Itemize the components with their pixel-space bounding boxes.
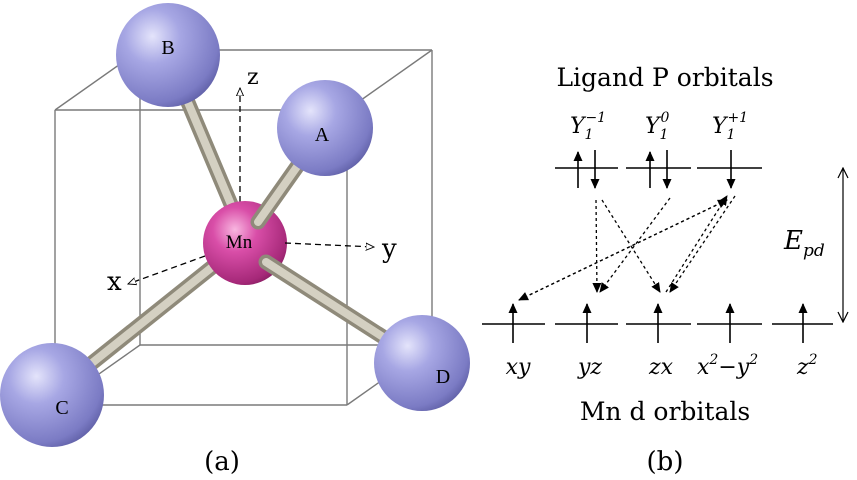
d-label-z2: z2 — [796, 352, 818, 380]
x-axis — [128, 255, 206, 284]
d-label-zx: zx — [648, 355, 674, 380]
atom-a — [277, 80, 373, 176]
panel-a-caption: (a) — [204, 447, 240, 477]
ligand-label-y1m1: Y1−1 — [570, 110, 606, 143]
atom-mn-label: Mn — [226, 232, 253, 253]
mn-orbitals-title: Mn d orbitals — [580, 397, 750, 426]
ligand-orbitals-title: Ligand P orbitals — [556, 63, 773, 92]
z-axis-label: z — [247, 65, 259, 90]
ligand-label-y10: Y10 — [645, 110, 669, 143]
atom-c — [0, 343, 104, 447]
atom-d — [374, 315, 470, 411]
x-axis-label: x — [107, 267, 122, 297]
ligand-label-y1p1: Y1+1 — [712, 110, 748, 143]
y-axis-label: y — [381, 234, 397, 264]
d-label-xy: xy — [506, 355, 531, 380]
energy-gap-label: Epd — [783, 226, 825, 261]
atom-b — [116, 3, 220, 107]
atom-a-label: A — [315, 124, 330, 146]
y-axis — [284, 243, 374, 247]
atom-b-label: B — [161, 37, 174, 59]
hybridization-arrows — [518, 195, 736, 301]
atom-c-label: C — [55, 397, 68, 419]
panel-b-caption: (b) — [647, 447, 684, 477]
d-label-yz: yz — [577, 355, 602, 380]
atom-d-label: D — [436, 366, 450, 388]
panel-a-structure: B z Mn y x A C D (a) — [0, 3, 470, 477]
d-label-x2y2: x2−y2 — [697, 352, 758, 380]
panel-b-orbital-diagram: Ligand P orbitals Y1−1 Y10 Y1+1 — [482, 63, 843, 477]
